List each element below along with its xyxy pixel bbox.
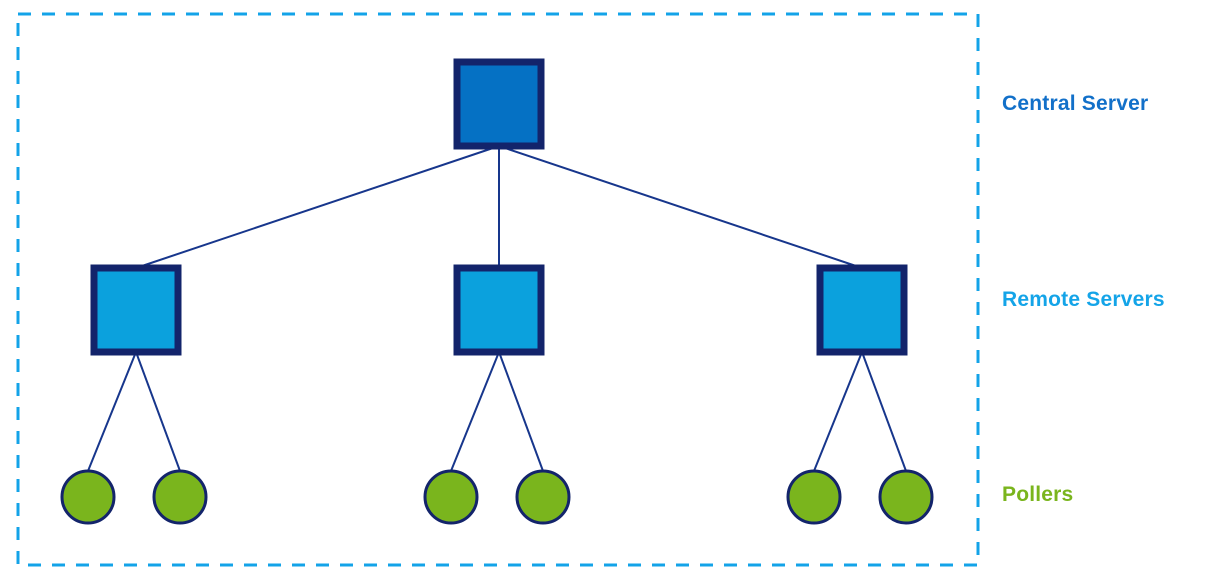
connector-remote-2-to-poller-3 bbox=[450, 351, 500, 472]
poller-node-6[interactable] bbox=[878, 469, 934, 525]
poller-node-5[interactable] bbox=[786, 469, 842, 525]
remote-server-node-3[interactable] bbox=[816, 264, 908, 356]
label-pollers: Pollers bbox=[1002, 483, 1074, 506]
connector-remote-2-to-poller-4 bbox=[498, 351, 544, 472]
connector-remote-3-to-poller-5 bbox=[813, 351, 863, 472]
connector-central-to-remote-1 bbox=[135, 145, 500, 269]
connector-remote-3-to-poller-6 bbox=[861, 351, 907, 472]
connector-remote-1-to-poller-1 bbox=[87, 351, 137, 472]
connector-remote-1-to-poller-2 bbox=[135, 351, 181, 472]
label-central-server: Central Server bbox=[1002, 92, 1149, 115]
poller-node-3[interactable] bbox=[423, 469, 479, 525]
central-server-node[interactable] bbox=[453, 58, 545, 150]
poller-node-4[interactable] bbox=[515, 469, 571, 525]
system-boundary-box bbox=[16, 12, 980, 567]
remote-server-node-2[interactable] bbox=[453, 264, 545, 356]
label-remote-servers: Remote Servers bbox=[1002, 288, 1165, 311]
connector-lines-group bbox=[87, 145, 907, 472]
poller-node-1[interactable] bbox=[60, 469, 116, 525]
connector-central-to-remote-3 bbox=[498, 145, 863, 269]
poller-node-2[interactable] bbox=[152, 469, 208, 525]
nodes-group bbox=[60, 58, 934, 525]
remote-server-node-1[interactable] bbox=[90, 264, 182, 356]
